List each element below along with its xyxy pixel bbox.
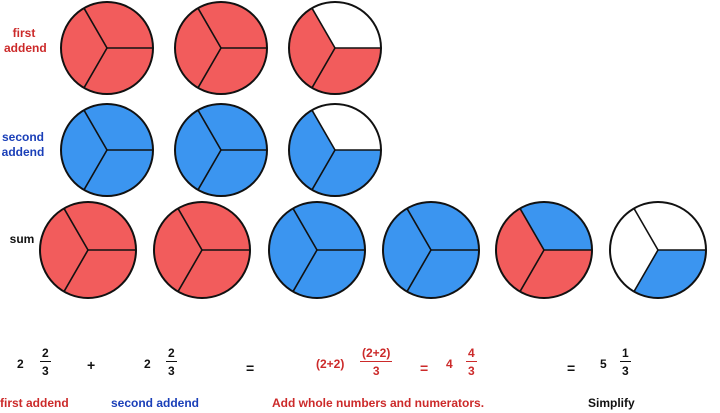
second-addend-circle-3-divider-2 xyxy=(311,149,336,191)
sum-circle-2 xyxy=(153,201,251,299)
sum-circle-3-divider-2 xyxy=(292,249,318,292)
caption-simplify: Simplify xyxy=(588,396,635,410)
first-addend-circle-1 xyxy=(60,1,154,95)
sum-circle-2-outline xyxy=(153,201,251,299)
label-sum: sum xyxy=(9,232,35,246)
second-addend-circle-2 xyxy=(174,103,268,197)
sum-circle-6-slice-a xyxy=(634,202,706,250)
first-addend-circle-3 xyxy=(288,1,382,95)
simplified-whole: 5 xyxy=(600,357,607,371)
whole-number-sum: (2+2) xyxy=(316,357,345,371)
sum-circle-4-slice-a xyxy=(407,202,479,250)
sum-circle-3-slice-a xyxy=(293,202,365,250)
second-addend-circle-1-outline xyxy=(60,103,154,197)
sum-circle-2-slice-a xyxy=(178,202,250,250)
first-addend-circle-3-outline xyxy=(288,1,382,95)
sum-circle-6-divider-2 xyxy=(633,249,659,292)
second-addend-circle-1-divider-2 xyxy=(83,149,108,191)
equals-sign-2: = xyxy=(567,360,576,376)
caption-second-addend: second addend xyxy=(111,396,200,410)
first-addend-circle-2 xyxy=(174,1,268,95)
first-addend-circle-3-divider-3 xyxy=(311,7,336,49)
first-addend-circle-2-divider-3 xyxy=(197,7,222,49)
sum-circle-3 xyxy=(268,201,366,299)
second-addend-circle-1-divider-3 xyxy=(83,109,108,151)
sum-circle-6 xyxy=(609,201,707,299)
sum-circle-1 xyxy=(39,201,137,299)
sum-circle-6-divider-3 xyxy=(633,208,659,251)
second-addend-circle-2-divider-3 xyxy=(197,109,222,151)
sum-circle-6-slice-b xyxy=(634,250,706,298)
first-addend-circle-2-divider-2 xyxy=(197,47,222,89)
second-addend-circle-2-divider-2 xyxy=(197,149,222,191)
sum-circle-5-divider-3 xyxy=(519,208,545,251)
second-addend-circle-3-outline xyxy=(288,103,382,197)
sum-circle-2-slice-b xyxy=(178,250,250,298)
first-addend-circle-3-divider-2 xyxy=(311,47,336,89)
sum-circle-3-slice-b xyxy=(293,250,365,298)
sum-circle-6-outline xyxy=(609,201,707,299)
second-addend-circle-2-outline xyxy=(174,103,268,197)
sum-circle-4-slice-b xyxy=(407,250,479,298)
sum-circle-3-divider-3 xyxy=(292,208,318,251)
sum-circle-2-divider-3 xyxy=(177,208,203,251)
sum-circle-4-outline xyxy=(382,201,480,299)
second-addend-whole: 2 xyxy=(144,357,151,371)
second-addend-circle-1 xyxy=(60,103,154,197)
first-addend-circle-1-outline xyxy=(60,1,154,95)
sum-circle-5-outline xyxy=(495,201,593,299)
first-addend-circle-1-divider-3 xyxy=(83,7,108,49)
sum-circle-5-slice-a xyxy=(520,202,592,250)
sum-circle-1-slice-b xyxy=(64,250,136,298)
equals-sign-1: = xyxy=(246,360,255,376)
sum-circle-3-outline xyxy=(268,201,366,299)
sum-circle-1-divider-3 xyxy=(63,208,89,251)
first-addend-whole: 2 xyxy=(17,357,24,371)
sum-circle-4-divider-3 xyxy=(406,208,432,251)
sum-circle-5-divider-2 xyxy=(519,249,545,292)
sum-circle-1-slice-a xyxy=(64,202,136,250)
sum-circle-2-divider-2 xyxy=(177,249,203,292)
sum-circle-5 xyxy=(495,201,593,299)
numerator-sum-fraction: (2+2)3 xyxy=(360,346,393,378)
first-addend-circle-2-outline xyxy=(174,1,268,95)
first-addend-circle-1-divider-2 xyxy=(83,47,108,89)
equals-sign-inner: = xyxy=(420,360,429,376)
result-whole: 4 xyxy=(446,357,453,371)
caption-first-addend: first addend xyxy=(0,396,69,410)
caption-add-whole: Add whole numbers and numerators. xyxy=(272,396,485,410)
second-addend-circle-3-divider-3 xyxy=(311,109,336,151)
second-addend-circle-3 xyxy=(288,103,382,197)
sum-circle-1-divider-2 xyxy=(63,249,89,292)
sum-circle-5-slice-b xyxy=(520,250,592,298)
sum-circle-4-divider-2 xyxy=(406,249,432,292)
sum-circle-4 xyxy=(382,201,480,299)
sum-circle-1-outline xyxy=(39,201,137,299)
plus-sign: + xyxy=(87,357,96,373)
